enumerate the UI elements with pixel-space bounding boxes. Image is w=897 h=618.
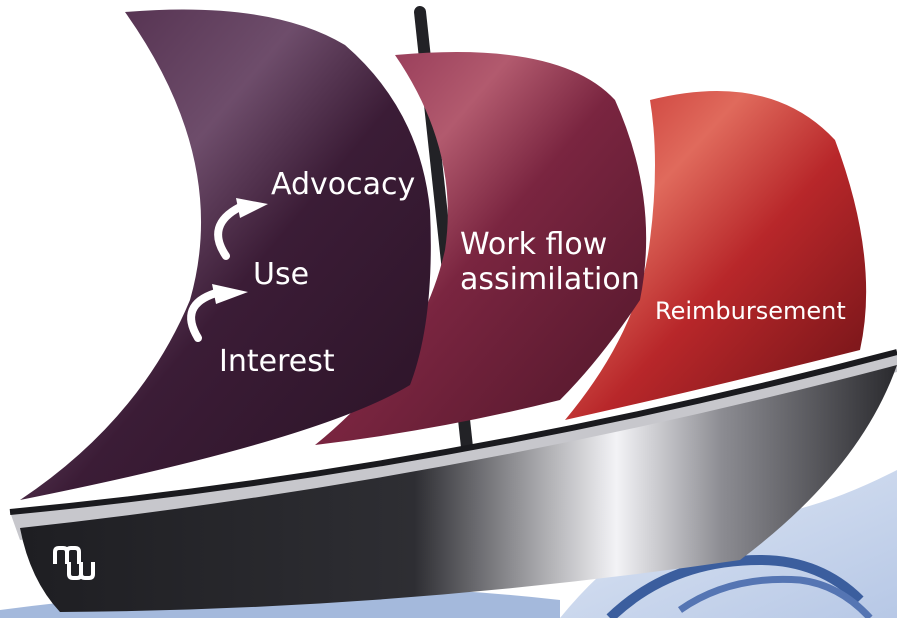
mw-logo-icon [53, 546, 95, 580]
label-advocacy: Advocacy [271, 167, 416, 202]
label-use: Use [253, 257, 310, 292]
curved-arrow-icon [214, 198, 268, 260]
label-workflow-line2: assimilation [460, 261, 640, 297]
label-reimbursement: Reimbursement [655, 297, 846, 325]
label-workflow-assimilation: Work flow assimilation [460, 227, 640, 297]
label-workflow-line1: Work flow [460, 227, 608, 262]
hull [9, 349, 897, 612]
sail-middle [315, 52, 647, 445]
label-interest: Interest [219, 344, 335, 379]
curved-arrow-icon [187, 284, 248, 342]
sail-right [565, 91, 867, 420]
